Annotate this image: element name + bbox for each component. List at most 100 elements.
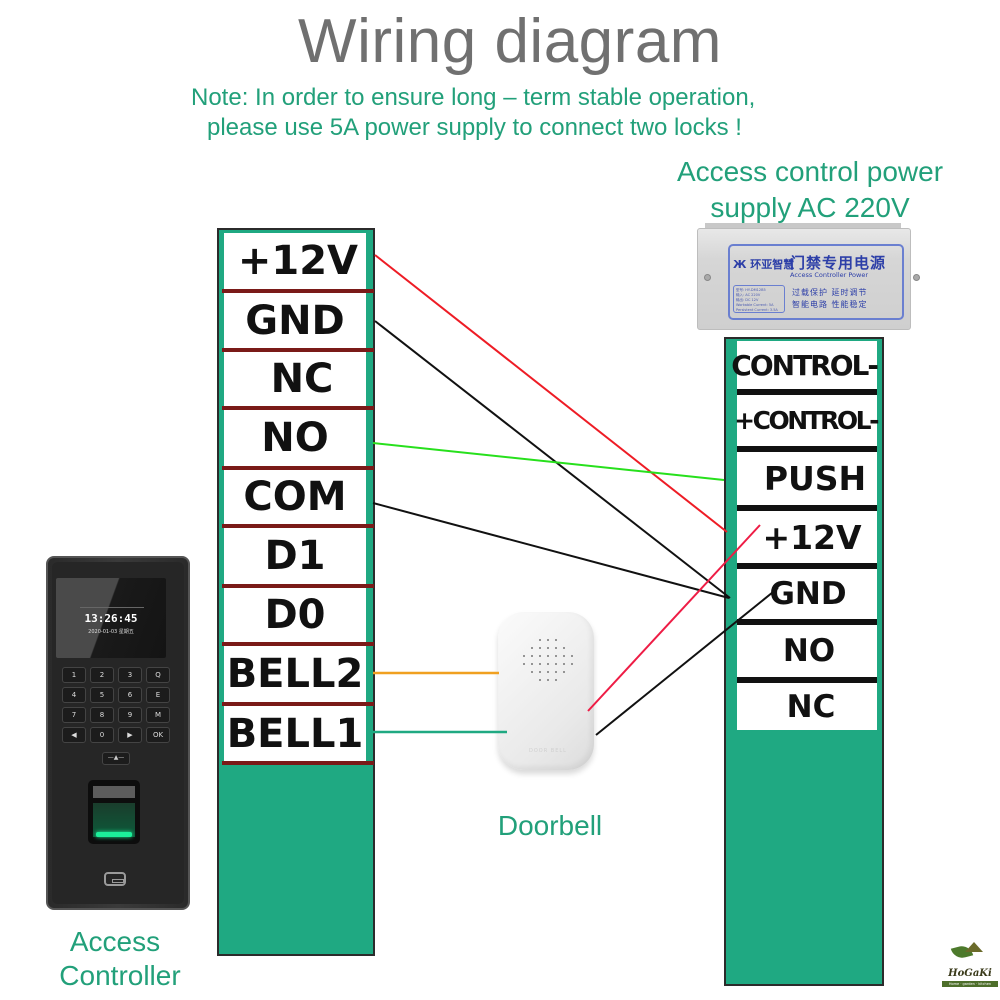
grill-hole xyxy=(539,639,541,641)
feature-line: 智能电路 性能稳定 xyxy=(792,300,868,309)
grill-hole xyxy=(547,639,549,641)
power-supply-panel xyxy=(728,244,904,320)
grill-hole xyxy=(539,663,541,665)
spec-line: Workable Current: 5A xyxy=(736,303,774,307)
grill-hole xyxy=(555,671,557,673)
keypad-key: 4 xyxy=(62,687,86,703)
grill-hole xyxy=(523,655,525,657)
terminal-gnd: GND xyxy=(737,569,877,619)
access-controller-label-line-2: Controller xyxy=(59,960,181,991)
grill-hole xyxy=(539,671,541,673)
fingerprint-led xyxy=(96,832,132,837)
grill-hole xyxy=(563,647,565,649)
card-reader-icon xyxy=(104,872,126,886)
wire-com-to-psu-gnd xyxy=(372,502,730,599)
terminal-bell1: BELL1 xyxy=(224,706,366,761)
power-supply-spec-label: 型号: HY-DM12B5 输入: AC 220V 输出: DC 12V Wor… xyxy=(733,285,785,313)
note-line-1: Note: In order to ensure long – term sta… xyxy=(191,84,756,111)
wire-gnd-to-psu-gnd xyxy=(374,320,731,599)
terminal-plus12v: +12V xyxy=(737,511,877,563)
terminal-separator xyxy=(222,466,374,470)
terminal-gnd: GND xyxy=(224,293,366,348)
grill-hole xyxy=(555,647,557,649)
grill-hole xyxy=(555,663,557,665)
terminal-no: NO xyxy=(224,410,366,466)
fingerprint-sensor-icon xyxy=(93,803,135,837)
terminal-separator xyxy=(737,677,877,683)
grill-hole xyxy=(539,647,541,649)
grill-hole xyxy=(531,663,533,665)
terminal-separator xyxy=(737,505,877,511)
terminal-bell2: BELL2 xyxy=(224,646,366,702)
terminal-plus-control-minus: +CONTROL- xyxy=(734,395,880,446)
keypad-key: ▶ xyxy=(118,727,142,743)
terminal-d0: D0 xyxy=(224,588,366,642)
terminal-separator xyxy=(222,406,374,410)
terminal-separator xyxy=(222,348,374,352)
power-supply-label-line-1: Access control power xyxy=(676,156,944,187)
terminal-com: COM xyxy=(224,470,366,524)
doorbell-key: —▲— xyxy=(102,752,130,765)
grill-hole xyxy=(547,647,549,649)
keypad-key: E xyxy=(146,687,170,703)
grill-hole xyxy=(539,655,541,657)
grill-hole xyxy=(555,679,557,681)
terminal-separator xyxy=(222,584,374,588)
grill-hole xyxy=(531,671,533,673)
keypad-key: OK xyxy=(146,727,170,743)
spec-line: Persistent Current: 3.5A xyxy=(736,308,778,312)
grill-hole xyxy=(547,655,549,657)
grill-hole xyxy=(571,655,573,657)
terminal-push: PUSH xyxy=(737,452,877,505)
doorbell-label: Doorbell xyxy=(497,810,603,841)
power-supply-features: 过载保护 延时调节 智能电路 性能稳定 xyxy=(792,287,868,311)
terminal-separator xyxy=(222,702,374,706)
grill-hole xyxy=(555,655,557,657)
keypad-key: 7 xyxy=(62,707,86,723)
grill-hole xyxy=(531,655,533,657)
grill-hole xyxy=(539,679,541,681)
keypad-key: Q xyxy=(146,667,170,683)
grill-hole xyxy=(563,671,565,673)
terminal-separator xyxy=(737,619,877,625)
house-icon xyxy=(965,942,983,952)
keypad-key: 9 xyxy=(118,707,142,723)
terminal-separator xyxy=(737,563,877,569)
terminal-separator xyxy=(222,289,374,293)
screw-icon xyxy=(704,274,711,281)
doorbell-speaker-grill xyxy=(520,636,576,690)
grill-hole xyxy=(547,671,549,673)
page-title: Wiring diagram xyxy=(298,7,722,76)
terminal-d1: D1 xyxy=(224,528,366,584)
screen-time: 13:26:45 xyxy=(84,612,138,625)
wire-no-to-psu-push xyxy=(372,442,725,481)
wire-plus12v-to-psu-plus12v xyxy=(374,254,728,533)
terminal-separator xyxy=(737,389,877,395)
terminal-separator xyxy=(222,761,374,765)
terminal-separator xyxy=(222,642,374,646)
keypad-key: 1 xyxy=(62,667,86,683)
power-supply-label-line-2: supply AC 220V xyxy=(710,192,910,223)
keypad-key: ◀ xyxy=(62,727,86,743)
access-controller-label-line-1: Access xyxy=(69,926,161,957)
card-slot-icon xyxy=(112,879,124,883)
terminal-nc: NC xyxy=(224,352,366,406)
terminal-plus12v: +12V xyxy=(224,233,366,289)
keypad-key: 0 xyxy=(90,727,114,743)
brand-logo-icon: Ж xyxy=(733,258,751,271)
note-line-2: please use 5A power supply to connect tw… xyxy=(207,114,742,141)
spec-line: 输出: DC 12V xyxy=(736,298,759,302)
grill-hole xyxy=(547,679,549,681)
doorbell-brand: DOOR BELL xyxy=(529,748,567,754)
screw-icon xyxy=(913,274,920,281)
terminal-no: NO xyxy=(737,625,877,677)
grill-hole xyxy=(563,663,565,665)
terminal-nc: NC xyxy=(737,683,877,730)
screen-divider xyxy=(80,607,144,608)
power-supply-title-cn: 门禁专用电源 xyxy=(790,254,887,272)
spec-line: 型号: HY-DM12B5 xyxy=(736,288,766,292)
keypad-key: 3 xyxy=(118,667,142,683)
grill-hole xyxy=(571,663,573,665)
terminal-separator xyxy=(222,524,374,528)
